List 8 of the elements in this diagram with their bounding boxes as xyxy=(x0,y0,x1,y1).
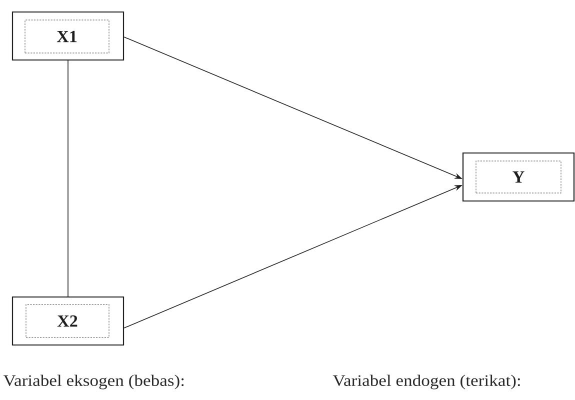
variable-box xyxy=(12,296,124,346)
variable-box xyxy=(12,11,124,61)
variable-box xyxy=(462,152,575,202)
dashed-label-box: X1 xyxy=(24,20,110,54)
caption-text: Variabel eksogen (bebas): xyxy=(3,374,184,390)
dashed-label-box: Y xyxy=(476,160,562,194)
caption-text: Variabel endogen (terikat): xyxy=(332,374,520,390)
dashed-label-box: X2 xyxy=(26,304,110,338)
